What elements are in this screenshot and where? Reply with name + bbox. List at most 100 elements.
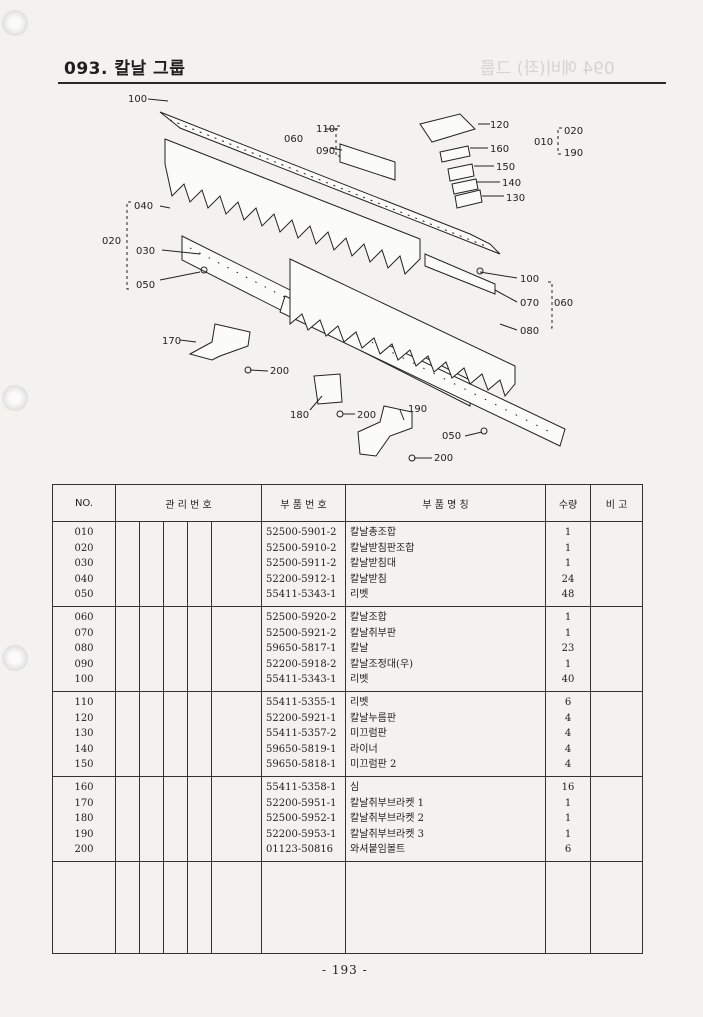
cell-qty: 23 (561, 643, 575, 655)
callout-160: 160 (490, 144, 509, 155)
empty-cell (187, 606, 212, 692)
empty-cell (590, 521, 644, 607)
cell-part: 52500-5920-2 (266, 611, 337, 623)
page-number: - 193 - (322, 963, 368, 977)
cell-name: 칼날조정대(우) (350, 658, 414, 670)
cell-name: 칼날받침대 (350, 558, 397, 570)
empty-cell (187, 776, 212, 862)
cell-qty: 48 (561, 589, 575, 601)
title-underline (58, 82, 666, 84)
callout-180: 180 (290, 410, 309, 421)
cell-name: 칼날받침 (350, 573, 387, 585)
cell-name: 칼날 (350, 643, 369, 655)
cell-no: 180 (74, 813, 94, 825)
cell-part: 55411-5358-1 (266, 781, 337, 793)
cell-qty: 4 (564, 712, 572, 724)
empty-cell (139, 861, 164, 955)
callout-130: 130 (506, 193, 525, 204)
empty-cell (590, 606, 644, 692)
cell-name: 칼날취부브라켓 1 (350, 797, 424, 809)
cell-part: 52500-5911-2 (266, 558, 337, 570)
empty-cell (139, 521, 164, 607)
cell-no: 200 (74, 844, 94, 856)
empty-cell (261, 861, 347, 955)
callout-060: 060 (284, 134, 303, 145)
cell-name: 라이너 (350, 743, 378, 755)
callout-020: 020 (564, 126, 583, 137)
callout-200: 200 (270, 366, 289, 377)
empty-cell (210, 606, 263, 692)
empty-cell (187, 861, 212, 955)
empty-cell (115, 521, 140, 607)
empty-cell (115, 776, 140, 862)
cell-no: 190 (74, 828, 94, 840)
blade-mount-strip (424, 253, 496, 295)
cell-part: 52200-5912-1 (266, 573, 337, 585)
cell-no: 060 (74, 611, 94, 623)
mount-bracket-1 (188, 323, 251, 361)
callout-080: 080 (520, 326, 539, 337)
cell-no: 170 (74, 797, 94, 809)
blade-holder-strip (159, 111, 501, 255)
cell-part: 55411-5355-1 (266, 696, 337, 708)
empty-cell (139, 691, 164, 777)
callout-150: 150 (496, 162, 515, 173)
callout-100: 100 (520, 274, 539, 285)
header-quantity: 수량 (545, 484, 592, 522)
cell-name: 칼날취부판 (350, 627, 397, 639)
cell-name: 미끄럼판 2 (350, 759, 397, 771)
cell-qty: 1 (564, 558, 572, 570)
binder-hole (2, 10, 28, 36)
callout-200: 200 (434, 453, 453, 464)
cell-qty: 16 (561, 781, 575, 793)
cell-part: 59650-5817-1 (266, 643, 337, 655)
callout-070: 070 (520, 298, 539, 309)
callout-040: 040 (134, 201, 153, 212)
empty-cell (115, 691, 140, 777)
cell-part: 55411-5343-1 (266, 674, 337, 686)
callout-020: 020 (102, 236, 121, 247)
empty-cell (345, 861, 547, 955)
empty-cell (163, 521, 188, 607)
cell-qty: 1 (564, 658, 572, 670)
empty-cell (163, 606, 188, 692)
slide-plate-2 (447, 163, 475, 182)
cell-qty: 1 (564, 813, 572, 825)
cell-name: 칼날누름판 (350, 712, 397, 724)
cell-no: 090 (74, 658, 94, 670)
cell-no: 050 (74, 589, 94, 601)
cell-name: 칼날취부브라켓 2 (350, 813, 424, 825)
binder-hole (2, 645, 28, 671)
cell-qty: 1 (564, 797, 572, 809)
cell-part: 52500-5901-2 (266, 527, 337, 538)
empty-cell (115, 606, 140, 692)
callout-140: 140 (502, 178, 521, 189)
empty-cell (139, 606, 164, 692)
cell-qty: 24 (561, 573, 575, 585)
empty-cell (590, 776, 644, 862)
callout-100: 100 (128, 94, 147, 105)
empty-cell (163, 776, 188, 862)
callout-190: 190 (408, 404, 427, 415)
blade-teeth-upper (164, 138, 421, 275)
liner (451, 178, 479, 195)
callout-120: 120 (490, 120, 509, 131)
cell-no: 100 (74, 674, 94, 686)
empty-cell (52, 861, 116, 955)
cell-part: 52200-5918-2 (266, 658, 337, 670)
empty-cell (115, 861, 140, 955)
cell-qty: 6 (564, 844, 572, 856)
callout-030: 030 (136, 246, 155, 257)
binder-hole (2, 385, 28, 411)
cell-qty: 6 (564, 696, 572, 708)
cell-name: 칼날받침판조합 (350, 542, 415, 554)
